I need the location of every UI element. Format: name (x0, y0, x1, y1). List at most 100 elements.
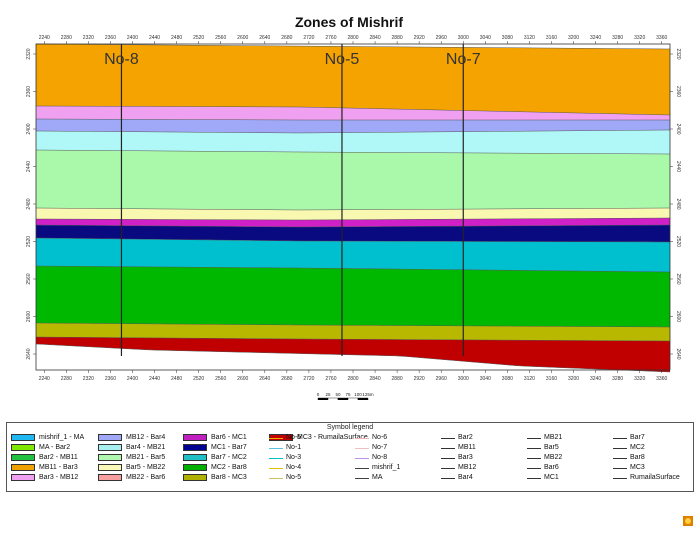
x-tick-label: 3200 (568, 376, 579, 382)
zone-boundary-line (35, 343, 671, 373)
legend-label: Bar5 - MB22 (126, 464, 166, 471)
legend-swatch (183, 464, 207, 471)
x-tick-label: 2920 (414, 376, 425, 382)
legend-label: Bar7 - MC2 (211, 454, 247, 461)
well-label-no-7: No-7 (446, 51, 481, 68)
legend-label: No-6 (286, 434, 302, 441)
legend-line-symbol (355, 468, 369, 469)
x-tick-label: 2240 (39, 35, 50, 41)
x-tick-label: 2720 (303, 376, 314, 382)
legend-label: MA - Bar2 (39, 444, 71, 451)
scale-bar-segment (337, 397, 349, 400)
legend-swatch (183, 474, 207, 481)
x-tick-label: 3160 (546, 35, 557, 41)
legend-line-symbol (269, 448, 283, 449)
y-tick-label-right: 2560 (675, 273, 681, 284)
legend-line-symbol (527, 438, 541, 439)
legend-label: No-4 (286, 464, 302, 471)
legend-swatch (11, 434, 35, 441)
legend-label: MC3 - RumailaSurface (297, 434, 368, 441)
zone-mb11 (36, 106, 670, 120)
x-tick-label: 2760 (325, 35, 336, 41)
y-tick-label-left: 2480 (26, 198, 32, 209)
x-tick-label: 2920 (414, 35, 425, 41)
legend-line-symbol (441, 478, 455, 479)
zone-mc1-bar7 (36, 225, 670, 242)
zone-bar6-mc1 (36, 218, 670, 227)
well-label-no-8: No-8 (104, 51, 139, 68)
x-tick-label: 2640 (259, 35, 270, 41)
x-tick-label: 2880 (392, 376, 403, 382)
zone-boundary-line (35, 322, 671, 328)
x-tick-label: 2760 (325, 376, 336, 382)
scale-bar-segment (347, 397, 359, 400)
zone-mc1 (36, 208, 670, 220)
x-tick-label: 2800 (347, 35, 358, 41)
x-tick-label: 3320 (634, 376, 645, 382)
legend-label: Bar6 - MC1 (211, 434, 247, 441)
x-tick-label: 2240 (39, 376, 50, 382)
scale-bar-label: 75 (345, 392, 351, 397)
legend-label: MB11 (458, 444, 476, 451)
y-tick-label-left: 2560 (26, 273, 32, 284)
y-tick-label-right: 2520 (675, 236, 681, 247)
x-tick-label: 2360 (105, 35, 116, 41)
x-tick-label: 2440 (149, 376, 160, 382)
y-tick-label-right: 2400 (675, 123, 681, 134)
x-tick-label: 2280 (61, 35, 72, 41)
legend-label: No-5 (286, 474, 302, 481)
y-tick-label-right: 2600 (675, 311, 681, 322)
zone-boundary-line (35, 43, 671, 50)
x-tick-label: 2480 (171, 35, 182, 41)
legend-line-symbol (527, 468, 541, 469)
x-tick-label: 3360 (656, 35, 667, 41)
legend-label: MC3 (630, 464, 645, 471)
cross-section: 2240224022802280232023202360236024002400… (26, 35, 681, 400)
legend-line-symbol (527, 448, 541, 449)
y-tick-label-right: 2640 (675, 348, 681, 359)
y-tick-label-left: 2440 (26, 161, 32, 172)
x-tick-label: 3240 (590, 376, 601, 382)
legend-swatch (98, 474, 122, 481)
legend-line-symbol (613, 458, 627, 459)
logo-icon (683, 516, 693, 526)
legend-line-symbol (269, 468, 283, 469)
x-tick-label: 3040 (480, 35, 491, 41)
legend-swatch (183, 454, 207, 461)
zone-boundary-line (35, 149, 671, 155)
legend-label: Bar2 (458, 434, 473, 441)
scale-bar-segment (357, 397, 369, 400)
legend-swatch (11, 444, 35, 451)
x-tick-label: 2320 (83, 35, 94, 41)
legend-label: No-8 (372, 454, 388, 461)
x-tick-label: 2680 (281, 35, 292, 41)
scale-bar-label: 25 (325, 392, 331, 397)
legend-swatch (98, 434, 122, 441)
x-tick-label: 2800 (347, 376, 358, 382)
x-tick-label: 2360 (105, 376, 116, 382)
legend-swatch (183, 444, 207, 451)
x-tick-label: 3080 (502, 376, 513, 382)
legend-label: MC2 (630, 444, 645, 451)
legend-label: Bar8 - MC3 (211, 474, 247, 481)
legend-label: Bar6 (544, 464, 559, 471)
well-label-no-5: No-5 (325, 51, 360, 68)
y-tick-label-left: 2400 (26, 123, 32, 134)
legend-swatch (183, 434, 207, 441)
x-tick-label: 2880 (392, 35, 403, 41)
zone-mc2 (36, 238, 670, 272)
zone-boundary-line (35, 129, 671, 134)
x-tick-label: 2400 (127, 376, 138, 382)
x-tick-label: 2960 (436, 35, 447, 41)
x-tick-label: 2680 (281, 376, 292, 382)
legend-label: Bar3 - MB12 (39, 474, 79, 481)
legend-swatch (98, 444, 122, 451)
legend-label: Bar8 (630, 454, 645, 461)
legend-label: mishrif_1 - MA (39, 434, 85, 441)
x-tick-label: 2400 (127, 35, 138, 41)
x-tick-label: 2640 (259, 376, 270, 382)
y-tick-label-left: 2360 (26, 86, 32, 97)
zone-boundary-line (35, 224, 671, 228)
x-tick-label: 2720 (303, 35, 314, 41)
scale-bar-label: 100 (354, 392, 362, 397)
